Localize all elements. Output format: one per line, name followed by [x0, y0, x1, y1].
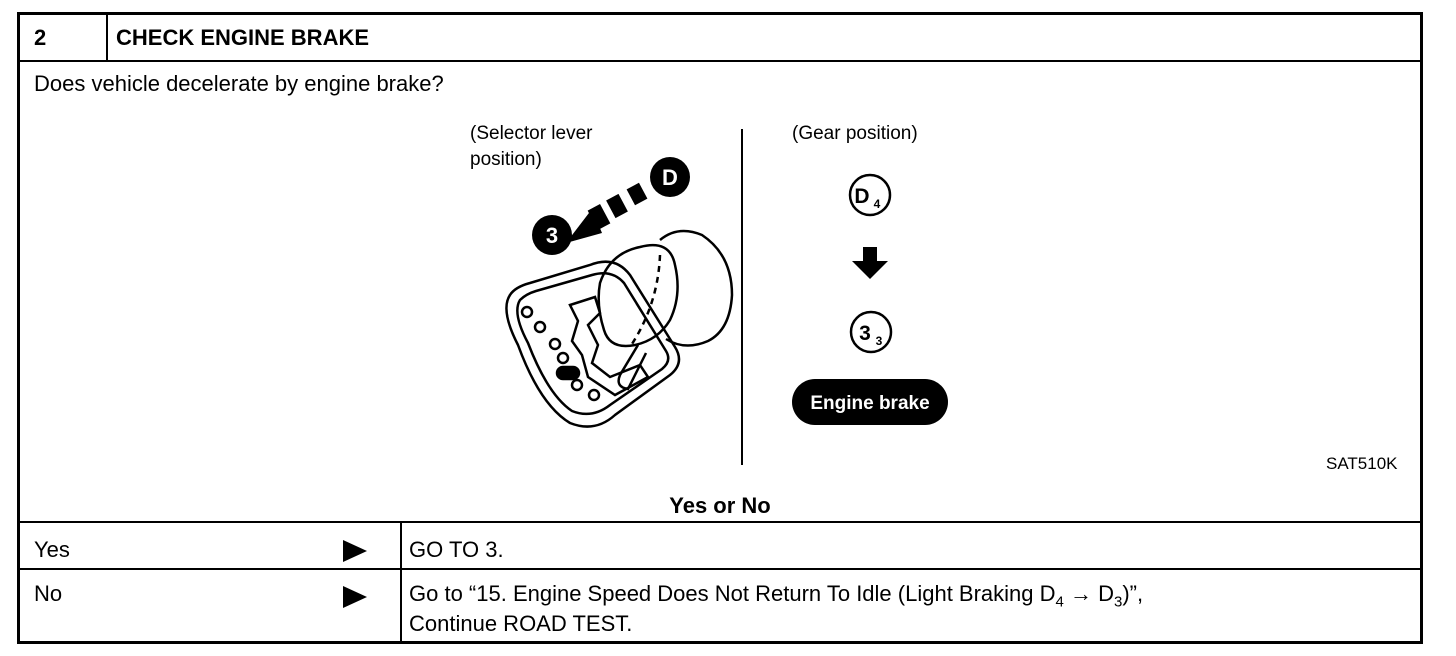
answer-no: No [34, 581, 63, 606]
result-header: Yes or No [669, 493, 771, 518]
gear-to-main: 3 [859, 322, 871, 345]
step-title: CHECK ENGINE BRAKE [116, 25, 370, 50]
procedure-table: 2 CHECK ENGINE BRAKE Does vehicle decele… [17, 12, 1423, 644]
action-yes: GO TO 3. [409, 537, 504, 562]
question-text: Does vehicle decelerate by engine brake? [34, 71, 444, 96]
play-arrow-icon [343, 540, 367, 562]
result-rule [20, 521, 1420, 523]
gear-from-icon: D 4 [848, 173, 892, 217]
header-divider [106, 15, 108, 60]
three-badge-icon: 3 [532, 215, 572, 255]
action-no-suffix: )”, [1122, 581, 1144, 606]
action-no-sub2: 3 [1114, 593, 1123, 611]
badge-to-label: 3 [546, 223, 558, 248]
header-rule [20, 60, 1420, 62]
down-arrow-icon [852, 247, 888, 279]
shift-arrow-icon [566, 182, 648, 243]
answer-yes: Yes [34, 537, 70, 562]
gear-caption: (Gear position) [792, 123, 918, 144]
action-no-sub1: 4 [1055, 593, 1064, 611]
gear-from-sub: 4 [874, 197, 881, 211]
action-no-line2: Continue ROAD TEST. [409, 611, 633, 636]
selector-lever-icon [505, 229, 734, 428]
action-no-prefix: Go to “15. Engine Speed Does Not Return … [409, 581, 1056, 606]
gear-to-icon: 3 3 [849, 310, 893, 354]
action-no-arrow: → D [1063, 581, 1114, 606]
step-number: 2 [34, 25, 47, 50]
gear-from-main: D [854, 185, 869, 208]
selector-caption-line1: (Selector lever [470, 123, 593, 144]
engine-brake-badge: Engine brake [792, 379, 948, 425]
figure-code: SAT510K [1326, 454, 1398, 473]
gear-to-sub: 3 [876, 334, 883, 348]
action-no-line1: Go to “15. Engine Speed Does Not Return … [409, 581, 1143, 615]
d-badge-icon: D [650, 157, 690, 197]
action-divider [400, 521, 402, 644]
shift-diagram: (Selector lever position) D 3 [470, 123, 948, 465]
selector-caption-line2: position) [470, 149, 542, 170]
badge-from-label: D [662, 165, 678, 190]
play-arrow-icon [343, 586, 367, 608]
row-rule [20, 568, 1420, 570]
engine-brake-label: Engine brake [810, 393, 929, 414]
